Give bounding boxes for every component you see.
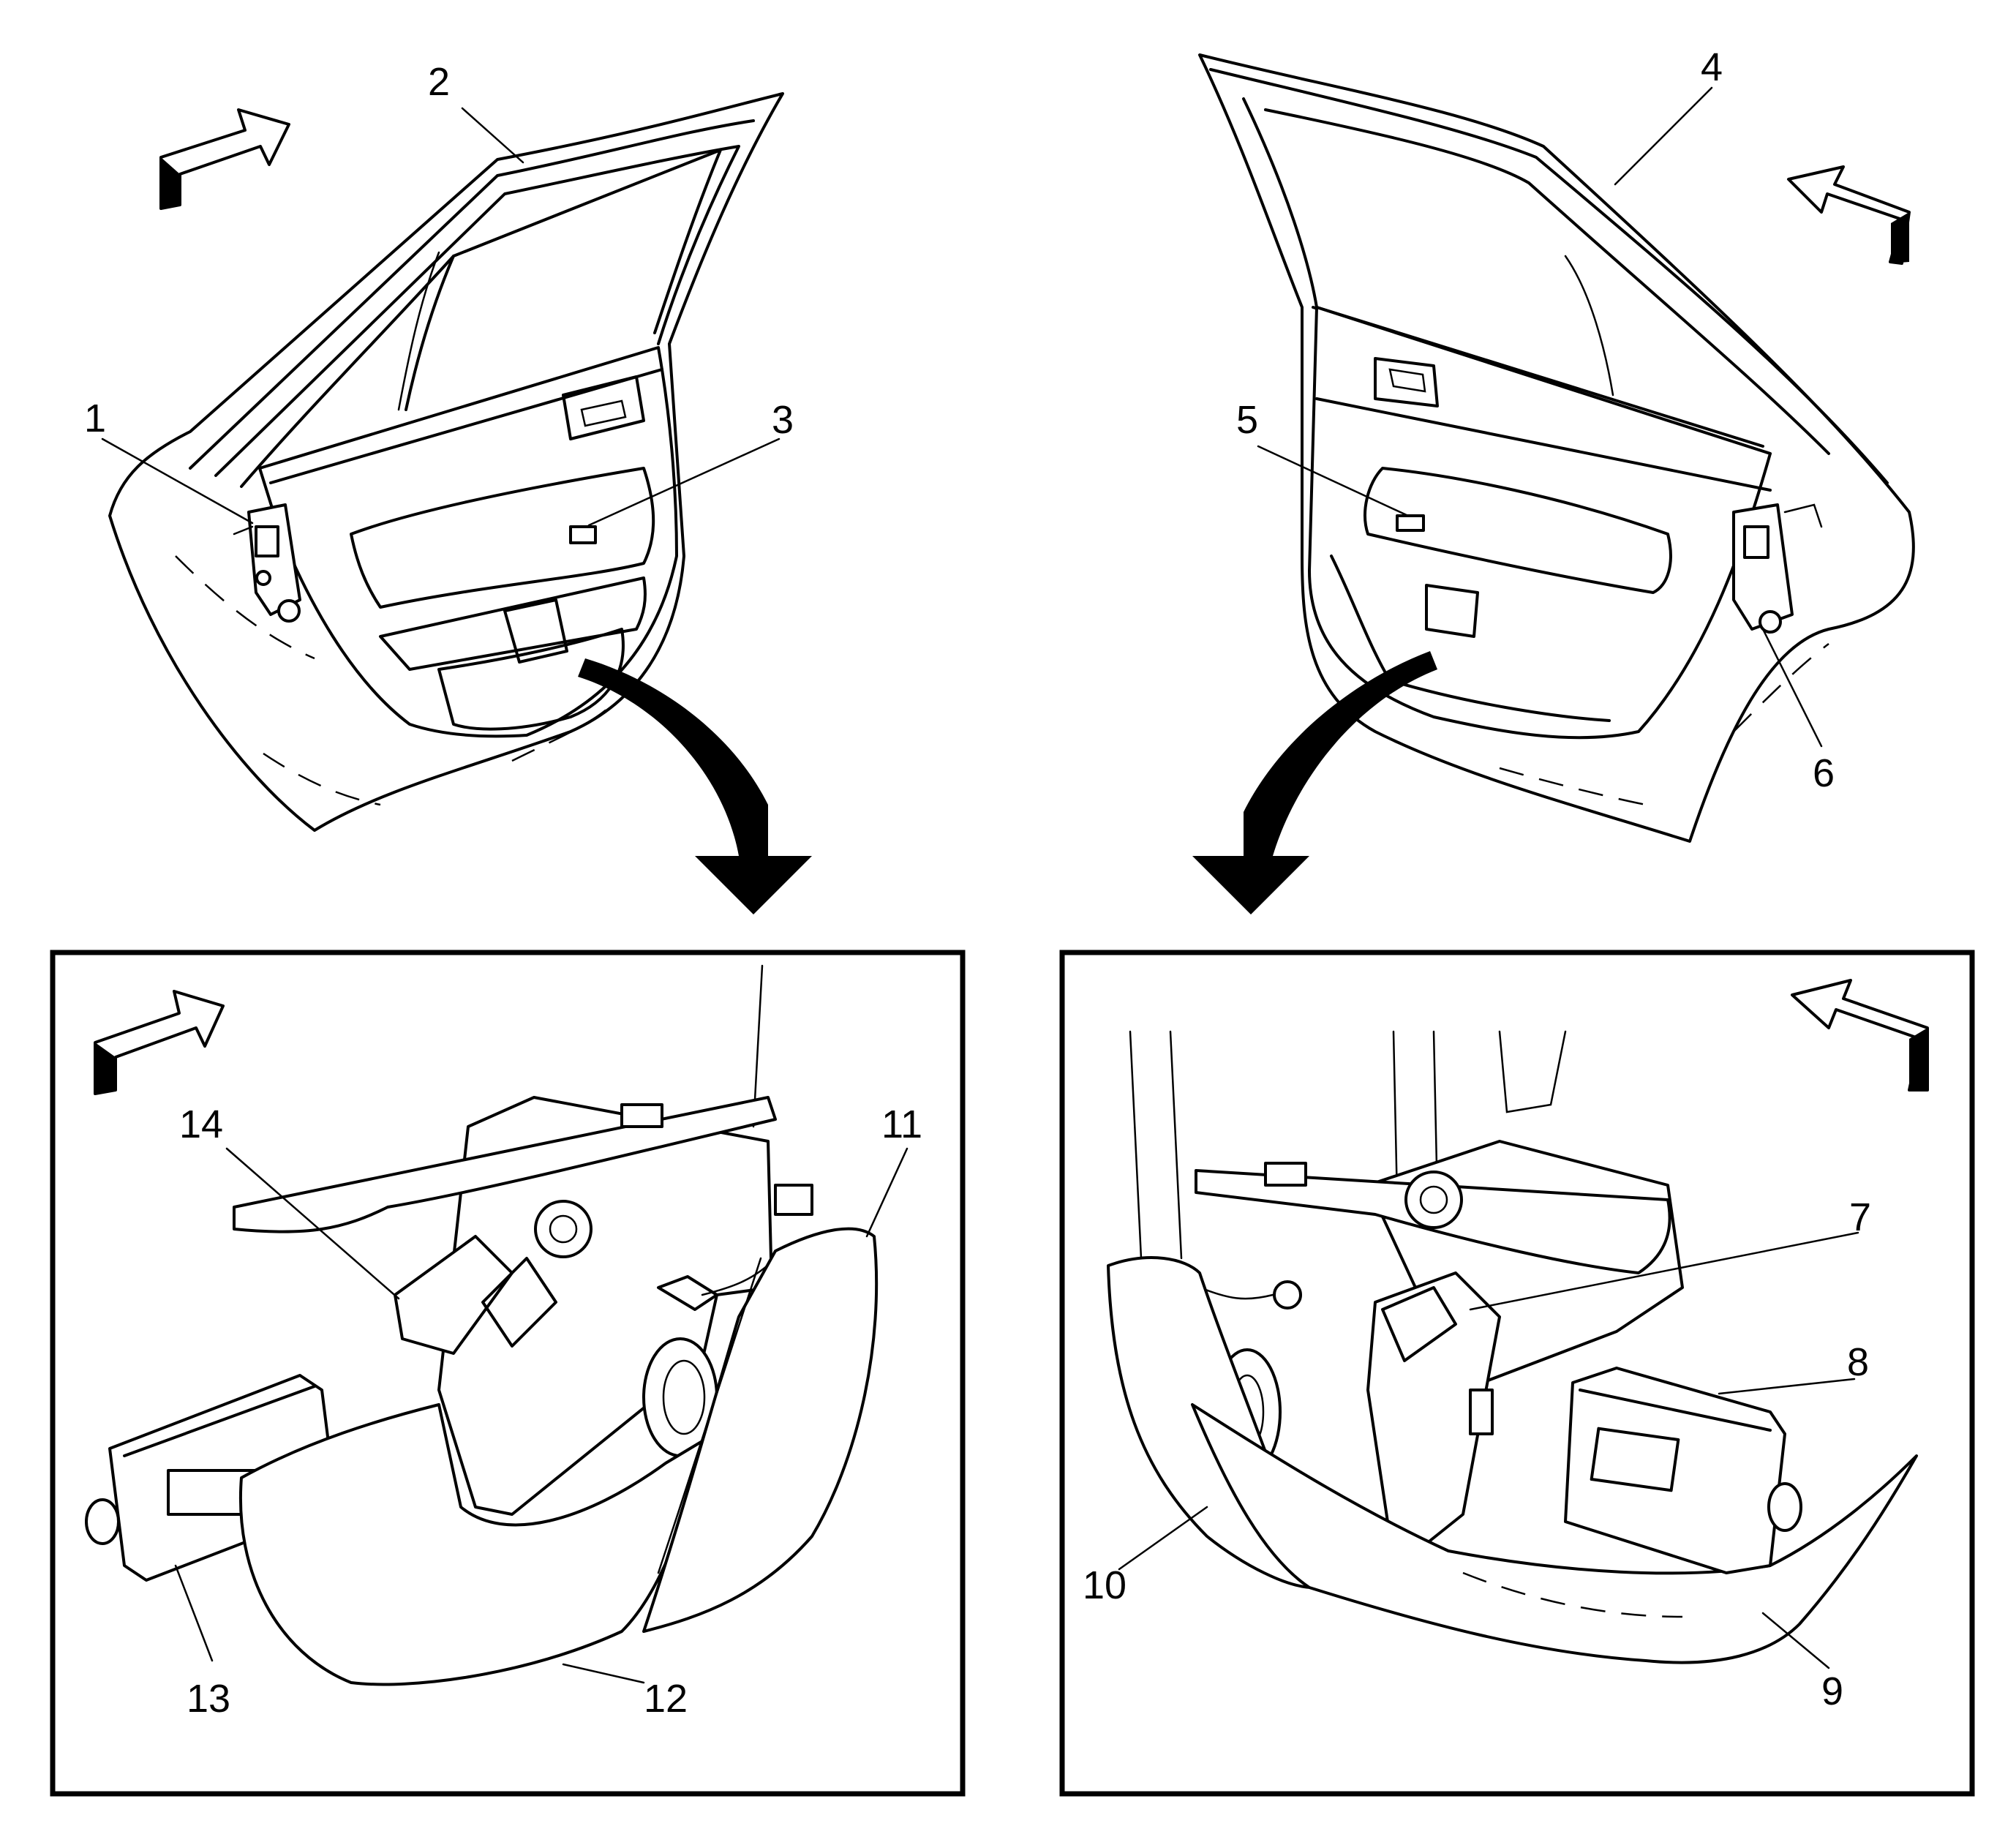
- callout-12: 12: [644, 1677, 688, 1721]
- callout-8: 8: [1847, 1340, 1869, 1384]
- forward-arrow-icon: [1787, 165, 1911, 265]
- callout-3: 3: [772, 398, 794, 442]
- callout-4: 4: [1701, 45, 1723, 89]
- callout-1: 1: [84, 397, 106, 440]
- window-switch: [1396, 514, 1425, 532]
- curved-arrow-icon: [578, 658, 812, 914]
- right-detail-view: [1107, 979, 1929, 1664]
- leader-lines: [101, 86, 1859, 1684]
- callout-13: 13: [187, 1677, 230, 1721]
- lower-trim-panel: [1191, 1403, 1918, 1664]
- callout-7: 7: [1849, 1195, 1871, 1239]
- door-latch-left: [233, 503, 301, 623]
- callout-5: 5: [1236, 398, 1258, 442]
- detail-frame-left: [50, 950, 966, 1797]
- forward-arrow-icon: [159, 108, 290, 210]
- curved-arrow-icon: [1192, 651, 1437, 914]
- left-detail-view: [85, 964, 879, 1686]
- forward-arrow-icon: [94, 990, 225, 1095]
- window-switch-module: [394, 1235, 514, 1355]
- callout-6: 6: [1813, 751, 1835, 795]
- window-switch: [569, 525, 597, 544]
- control-module-8: [1564, 1367, 1802, 1574]
- callout-10: 10: [1083, 1563, 1127, 1607]
- detail-frame-right: [1059, 950, 1975, 1797]
- callout-9: 9: [1821, 1669, 1843, 1713]
- callout-2: 2: [428, 60, 450, 104]
- right-rear-door-view: [1198, 53, 1915, 843]
- forward-arrow-icon: [1791, 979, 1929, 1092]
- callout-labels: 1 2 3 4 5 6 7 8 9 10 11 12 13 14: [84, 45, 1871, 1721]
- left-rear-door-view: [108, 92, 784, 832]
- callout-11: 11: [881, 1102, 922, 1146]
- callout-14: 14: [179, 1102, 223, 1146]
- door-latch-right: [1732, 503, 1823, 634]
- trim-cover: [642, 1227, 879, 1633]
